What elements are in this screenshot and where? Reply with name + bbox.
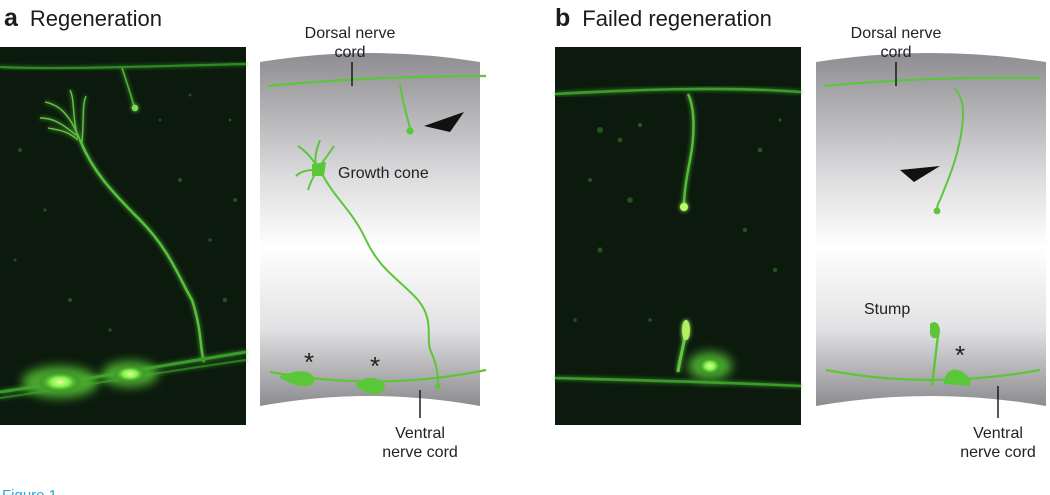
ventral-label-a-line1: Ventral [395,425,445,442]
panel-b-schematic: Dorsal nerve cord Stump * Ventral nerve … [816,25,1046,461]
dorsal-label-b-line1: Dorsal nerve [851,25,942,42]
dorsal-label-a-line1: Dorsal nerve [305,25,396,42]
asterisk-label-b: * [955,340,965,370]
panel-b-letter: b [555,4,571,32]
panel-a-schematic: Dorsal nerve cord Growth cone * * Ventra… [260,25,487,461]
stump-label: Stump [864,301,910,318]
ventral-label-b-line2: nerve cord [960,444,1036,461]
growth-cone-label: Growth cone [338,165,429,182]
asterisk-label-a2: * [370,351,380,381]
dorsal-label-b-line2: cord [880,44,911,61]
panel-b-micrograph [554,47,802,425]
panel-a-letter: a [4,4,18,32]
panel-a-header: a Regeneration [4,4,162,33]
ventral-label-b-line1: Ventral [973,425,1023,442]
figure-caption: Figure 1 [2,487,57,495]
panel-a-micrograph [0,47,247,425]
panel-b-header: b Failed regeneration [555,4,772,33]
dorsal-label-a-line2: cord [334,44,365,61]
panel-a-title: Regeneration [29,6,163,31]
arrowhead-marker [424,112,464,132]
ventral-label-a-line2: nerve cord [382,444,458,461]
asterisk-label-a1: * [304,347,314,377]
panel-b-title: Failed regeneration [582,6,772,31]
arrowhead-marker-b [900,166,940,182]
